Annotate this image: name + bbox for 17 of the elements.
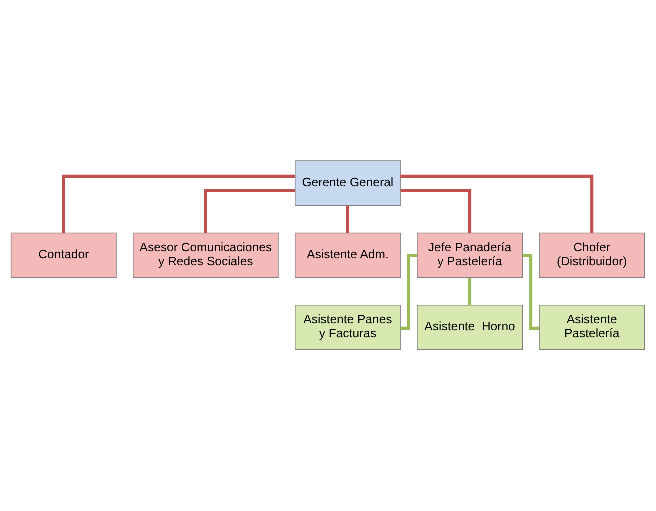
connector [62,174,296,234]
connector [468,278,472,306]
node-box: Gerente General [294,160,401,206]
connector [400,189,472,233]
connector [346,206,350,234]
connector [522,254,540,330]
node-box: Chofer (Distribuidor) [539,232,646,278]
connector [400,254,418,330]
connector [400,174,594,234]
node-box: Asistente Horno [417,305,523,350]
node-box: Asesor Comunicaciones y Redes Sociales [133,232,279,278]
node-box: Contador [10,232,117,278]
connector [204,189,296,233]
node-box: Asistente Panes y Facturas [294,305,401,350]
node-box: Asistente Adm. [294,232,401,278]
node-box: Jefe Panadería y Pastelería [417,232,523,278]
node-box: Asistente Pastelería [539,305,646,350]
